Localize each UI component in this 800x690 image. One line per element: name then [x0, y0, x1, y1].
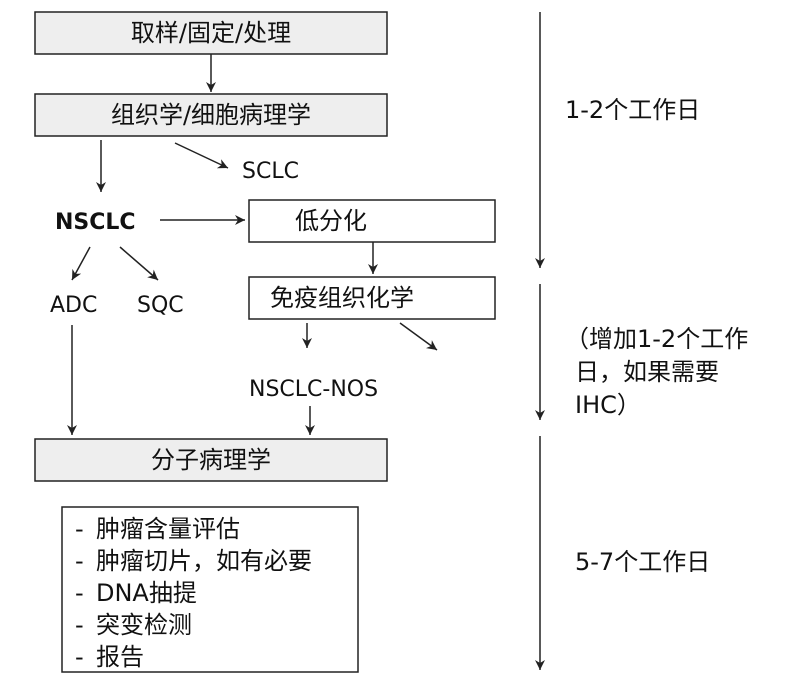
timeline-phase2-line2: 日，如果需要 [575, 358, 719, 386]
task-item: 肿瘤含量评估 [96, 515, 240, 543]
task-bullet: - [75, 579, 84, 607]
adc-label: ADC [50, 293, 97, 318]
task-bullet: - [75, 611, 84, 639]
molecular-box [34, 438, 388, 482]
task-item: DNA抽提 [96, 579, 197, 607]
nos-label: NSCLC-NOS [249, 377, 378, 402]
arrow-nsclc-to-adc [71, 246, 91, 281]
ihc-label: 免疫组织化学 [270, 284, 414, 312]
low-diff-label: 低分化 [295, 207, 367, 235]
timeline-phase1-label: 1-2个工作日 [565, 96, 700, 124]
timeline-phase2-line3: IHC） [575, 391, 641, 419]
sampling-box [34, 11, 388, 55]
timeline-phase3-label: 5-7个工作日 [575, 548, 710, 576]
task-bullet: - [75, 547, 84, 575]
task-bullet: - [75, 515, 84, 543]
arrow-histology-to-sclc [174, 142, 229, 169]
task-bullet: - [75, 643, 84, 671]
tasks-box [61, 506, 359, 673]
arrow-ihc-diagonal [399, 322, 438, 351]
sampling-label: 取样/固定/处理 [131, 19, 291, 47]
histology-label: 组织学/细胞病理学 [111, 101, 311, 129]
arrow-nsclc-to-sqc [119, 246, 159, 281]
nsclc-label: NSCLC [55, 210, 136, 235]
task-item: 肿瘤切片，如有必要 [96, 547, 312, 575]
low-diff-box [248, 199, 496, 243]
sqc-label: SQC [137, 293, 184, 318]
histology-box [34, 93, 388, 137]
task-item: 突变检测 [96, 611, 192, 639]
sclc-label: SCLC [242, 159, 299, 184]
molecular-label: 分子病理学 [151, 446, 271, 474]
task-item: 报告 [96, 643, 144, 671]
timeline-phase2-line1: （增加1-2个工作 [565, 325, 748, 353]
ihc-box [248, 276, 496, 320]
